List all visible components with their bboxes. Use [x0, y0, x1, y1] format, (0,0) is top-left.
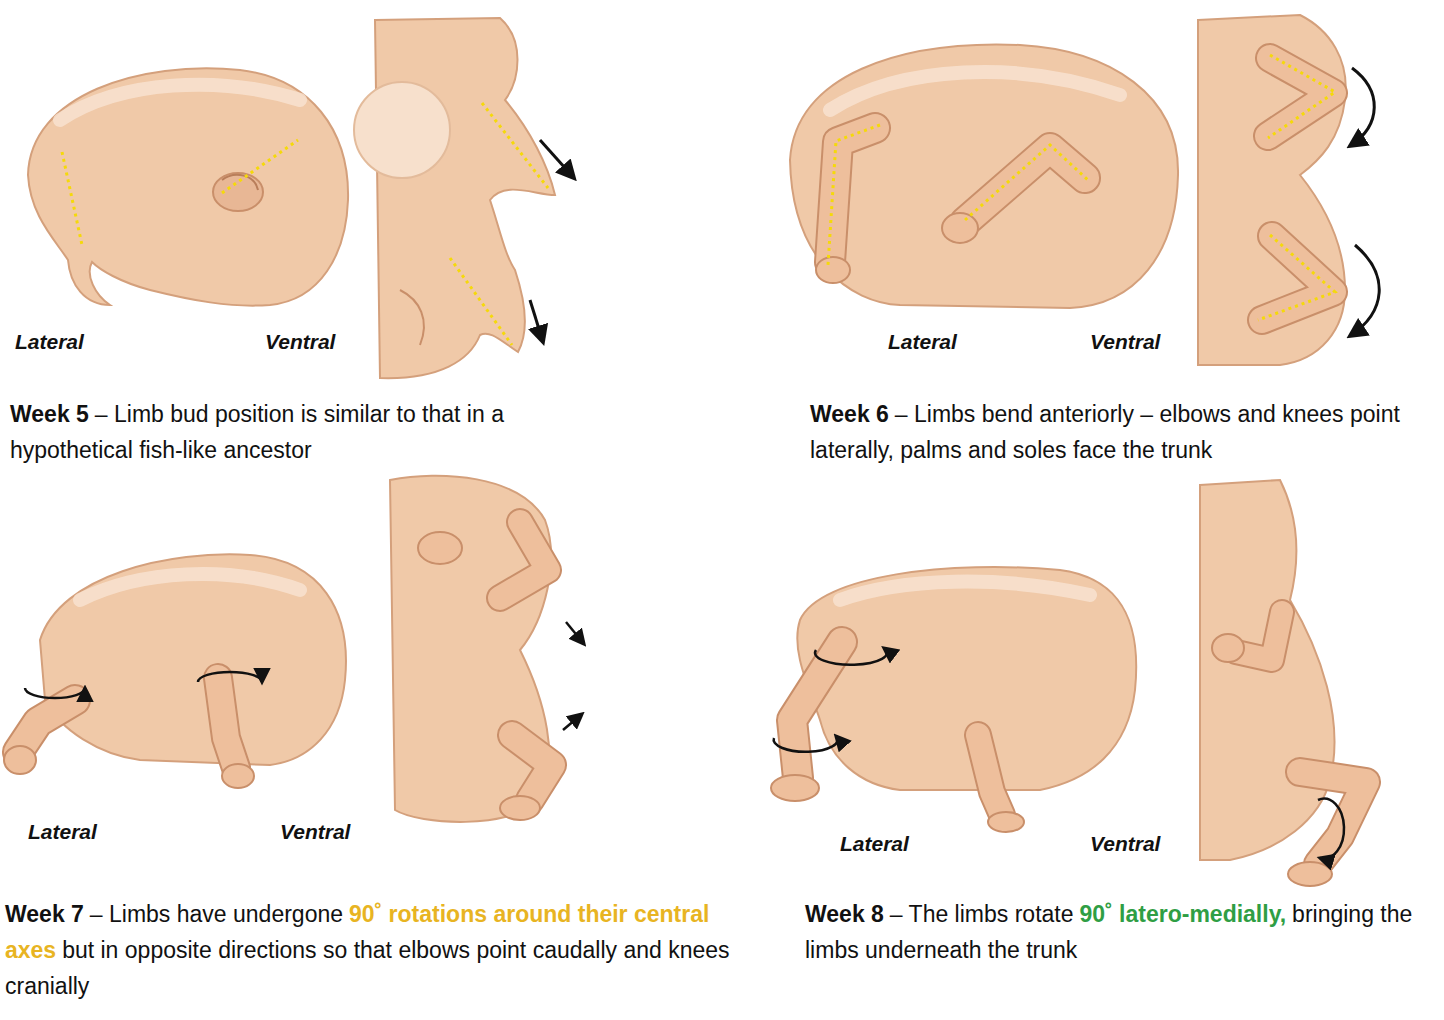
week6-ventral-embryo-part [1350, 68, 1374, 146]
week7-ventral-embryo-part [500, 796, 540, 820]
week5-lateral-embryo-part [213, 173, 263, 211]
week6-ventral-embryo-part [1262, 236, 1333, 320]
week8-lateral-embryo-part [840, 582, 1090, 600]
week5-lateral-embryo-part [60, 85, 300, 120]
week7-lateral-embryo-part [25, 688, 85, 698]
week5-ventral-embryo-part [482, 103, 548, 188]
week5-lateral-embryo-part [28, 68, 348, 305]
week6-ventral-embryo-part [1258, 235, 1335, 320]
week6-lateral-embryo-part [830, 128, 875, 262]
caption-block: Week 6– Limbs bend anteriorly – elbows a… [810, 396, 1435, 468]
week8-lateral-embryo [771, 567, 1136, 832]
week6-ventral-embryo-part [1268, 55, 1335, 138]
week7-lateral-embryo-part [218, 678, 236, 768]
view-label: Lateral [15, 330, 84, 354]
week7-lateral-embryo-part [18, 700, 75, 752]
week-heading: Week 7 [5, 901, 84, 927]
week6-lateral-embryo-part [816, 257, 850, 283]
week6-lateral-embryo [790, 45, 1178, 308]
view-label: Lateral [28, 820, 97, 844]
week8-lateral-embryo-part [797, 567, 1136, 790]
view-label: Ventral [280, 820, 350, 844]
caption-text: – The limbs rotate [890, 901, 1074, 927]
week5-lateral-embryo-part [62, 152, 82, 245]
week5-lateral-embryo-part [222, 140, 298, 193]
week8-lateral-embryo-part [771, 775, 819, 801]
view-label: Ventral [1090, 330, 1160, 354]
week6-lateral-embryo-part [830, 128, 875, 262]
week8-ventral-embryo-part [1318, 799, 1344, 859]
week7-lateral-embryo-part [198, 672, 262, 682]
view-label: Lateral [888, 330, 957, 354]
week6-lateral-embryo-part [828, 125, 880, 265]
week6-ventral-embryo-part [1268, 58, 1333, 136]
caption-block: Week 7– Limbs have undergone90˚ rotation… [5, 896, 740, 1004]
week7-lateral-embryo-part [80, 574, 300, 600]
week7-lateral-embryo [4, 554, 346, 788]
week6-ventral-embryo [1198, 15, 1379, 365]
week-heading: Week 6 [810, 401, 889, 427]
week7-ventral-embryo-part [563, 714, 582, 730]
week8-lateral-embryo-part [988, 812, 1024, 832]
week6-ventral-embryo-part [1198, 15, 1346, 365]
week6-lateral-embryo-part [790, 45, 1178, 308]
week5-ventral-embryo [354, 18, 574, 378]
week8-ventral-embryo-part [1300, 772, 1366, 864]
week7-ventral-embryo [390, 476, 584, 822]
week8-lateral-embryo-part [978, 735, 1002, 815]
week5-ventral-embryo-part [354, 82, 450, 178]
week8-lateral-embryo-part [774, 736, 838, 752]
week5-lateral-embryo [28, 68, 348, 305]
week7-ventral-embryo-part [512, 735, 552, 800]
week7-ventral-embryo-part [500, 522, 548, 598]
week5-ventral-embryo-part [540, 140, 574, 178]
week8-ventral-embryo-part [1212, 634, 1244, 662]
week7-ventral-embryo-part [500, 522, 548, 598]
week8-ventral-embryo [1200, 480, 1366, 886]
week8-lateral-embryo-part [815, 648, 887, 665]
week5-ventral-embryo-part [450, 258, 512, 345]
week7-ventral-embryo-part [390, 476, 551, 822]
week8-ventral-embryo-part [1288, 862, 1332, 886]
view-label: Ventral [1090, 832, 1160, 856]
view-label: Lateral [840, 832, 909, 856]
week7-ventral-embryo-part [418, 532, 462, 564]
week5-ventral-embryo-part [375, 18, 555, 378]
week6-lateral-embryo-part [942, 213, 978, 243]
week7-lateral-embryo-part [218, 678, 236, 768]
week8-ventral-embryo-part [1200, 480, 1334, 860]
caption-block: Week 8– The limbs rotate90˚ latero-media… [805, 896, 1425, 968]
view-label: Ventral [265, 330, 335, 354]
week7-lateral-embryo-part [222, 764, 254, 788]
week7-ventral-embryo-part [512, 735, 552, 800]
week7-lateral-embryo-part [18, 700, 75, 752]
week6-ventral-embryo-part [1268, 58, 1333, 136]
caption-text: – Limbs bend anteriorly – elbows and kne… [810, 401, 1400, 463]
week7-ventral-embryo-part [566, 622, 584, 644]
week6-lateral-embryo-part [965, 145, 1088, 220]
week7-lateral-embryo-part [40, 554, 346, 765]
week6-ventral-embryo-part [1262, 236, 1333, 320]
week8-ventral-embryo-part [1300, 772, 1366, 864]
caption-block: Week 5– Limb bud position is similar to … [10, 396, 610, 468]
week8-lateral-embryo-part [978, 735, 1002, 815]
week7-lateral-embryo-part [4, 746, 36, 774]
week5-ventral-embryo-part [400, 290, 424, 345]
caption-text: – Limbs have undergone [90, 901, 343, 927]
week-heading: Week 8 [805, 901, 884, 927]
caption-text: but in opposite directions so that elbow… [5, 937, 730, 999]
week-heading: Week 5 [10, 401, 89, 427]
caption-highlight: 90˚ latero-medially, [1079, 901, 1286, 927]
week6-ventral-embryo-part [1350, 245, 1379, 336]
week5-ventral-embryo-part [530, 300, 543, 342]
week6-lateral-embryo-part [830, 72, 1120, 110]
